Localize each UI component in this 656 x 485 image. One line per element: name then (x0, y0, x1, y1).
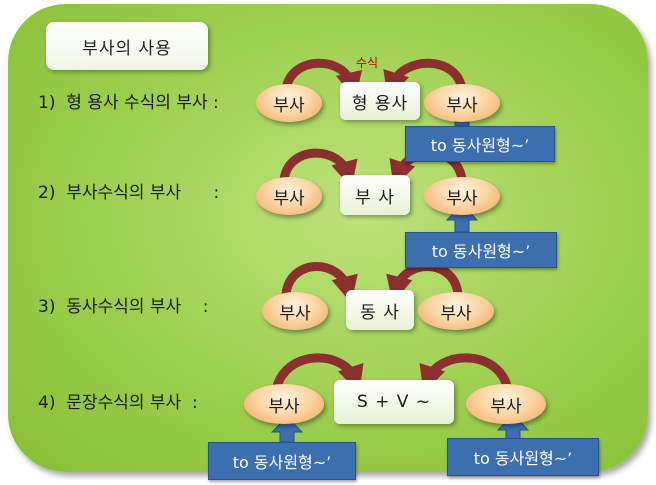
row-1-adverb-right: 부사 (424, 84, 500, 122)
row-1-adverb-left: 부사 (256, 84, 322, 122)
row-2-adverb-left: 부사 (256, 177, 322, 215)
modify-arrow-row4-left (271, 353, 364, 393)
row-1-label: 1) 형 용사 수식의 부사 : (38, 93, 219, 113)
row-4-adverb-left: 부사 (244, 384, 324, 424)
row-2-to-infinitive-box: to 동사원형~’ (405, 232, 557, 268)
up-arrow-row4-left (270, 416, 304, 443)
row-4-label: 4) 문장수식의 부사 : (38, 393, 198, 413)
row-2-center-box: 부 사 (340, 175, 410, 215)
modify-arrow-row1-right (383, 58, 467, 99)
title-box: 부사의 사용 (46, 22, 208, 70)
modifier-label: 수식 (356, 56, 379, 70)
row-4-center-box: S + V ~ (334, 380, 454, 424)
row-4-to-infinitive-box-left: to 동사원형~’ (208, 442, 356, 480)
row-3-adverb-right: 부사 (418, 292, 494, 330)
row-1-center-box: 형 용사 (340, 82, 420, 120)
row-3-adverb-left: 부사 (262, 292, 328, 330)
row-4-to-infinitive-box-right: to 동사원형~’ (447, 438, 599, 476)
row-3-label: 3) 동사수식의 부사 : (38, 297, 209, 317)
modify-arrow-row1-left (281, 58, 363, 100)
modify-arrow-row2-left (279, 148, 358, 189)
modify-arrow-row3-left (281, 262, 358, 304)
row-2-adverb-right: 부사 (424, 177, 500, 215)
page-title: 부사의 사용 (82, 38, 172, 59)
row-2-label: 2) 부사수식의 부사 : (38, 183, 220, 203)
row-3-center-box: 동 사 (346, 290, 414, 330)
modify-arrow-row4-right (419, 353, 513, 393)
row-1-to-infinitive-box: to 동사원형~’ (405, 126, 555, 162)
row-4-adverb-right: 부사 (466, 384, 546, 424)
